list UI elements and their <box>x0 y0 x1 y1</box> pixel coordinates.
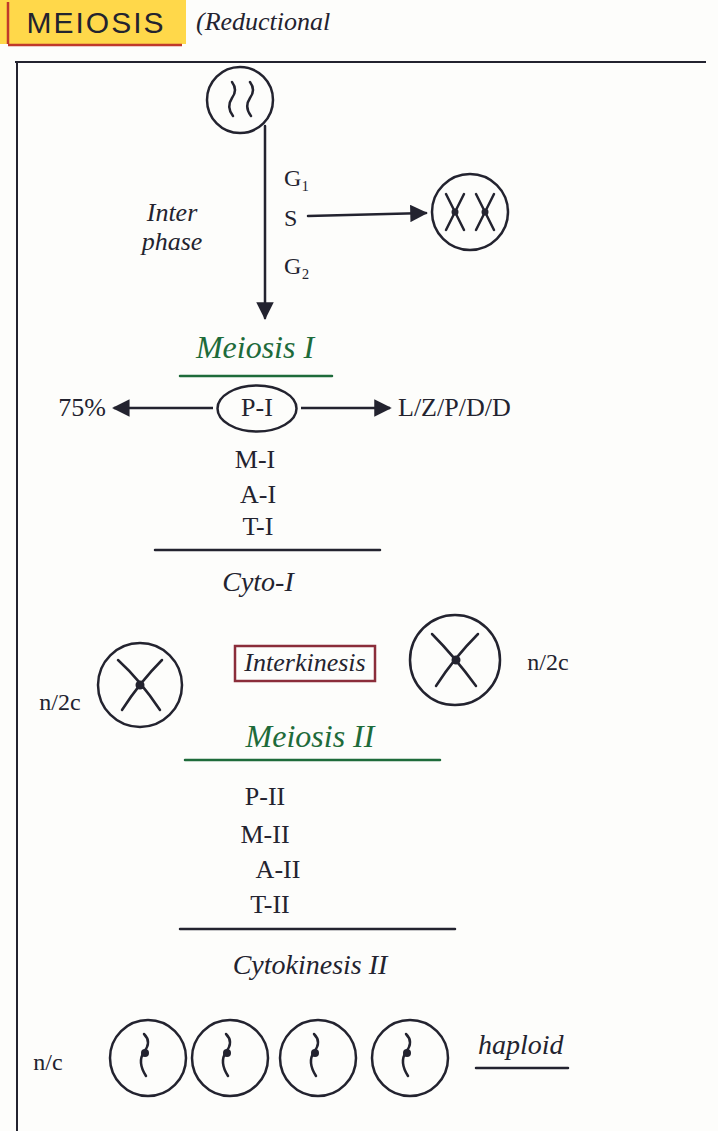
phase-step: G₁ <box>284 165 310 191</box>
cell-circle <box>98 643 182 727</box>
stage-name: A-I <box>240 481 276 510</box>
substage-list: L/Z/P/D/D <box>398 394 511 423</box>
chromatid <box>223 1034 230 1076</box>
chromosome <box>446 194 464 230</box>
title-bar <box>7 2 10 44</box>
stage-name: T-II <box>250 891 289 920</box>
ploidy-note: n/2c <box>527 649 568 675</box>
frame-line <box>15 61 706 63</box>
chromosome <box>432 634 478 686</box>
title-underline <box>8 44 182 47</box>
stage-name: A-II <box>256 856 301 885</box>
chromosome <box>118 660 162 710</box>
heading-underline <box>185 759 440 762</box>
sum-line <box>180 928 455 931</box>
heading-underline <box>180 375 332 378</box>
ploidy-note: haploid <box>478 1030 564 1061</box>
node-text: P-I <box>241 394 273 423</box>
cell-circle <box>432 174 508 250</box>
flow-arrow <box>264 126 267 318</box>
flow-arrow <box>308 213 426 216</box>
chromatid <box>141 1034 148 1076</box>
stage-name: P-II <box>245 783 285 812</box>
chromatid <box>311 1034 318 1076</box>
cell-circle <box>207 67 273 133</box>
percent-note: 75% <box>58 394 106 423</box>
stage-name: M-II <box>240 821 289 850</box>
title: MEIOSIS <box>26 6 165 39</box>
stage-name: Cyto-I <box>222 567 294 598</box>
cell-circle <box>280 1020 356 1096</box>
subtitle: (Reductional <box>196 8 330 37</box>
cell-circle <box>372 1020 448 1096</box>
leader-arrow <box>114 407 213 410</box>
chromatid <box>403 1034 410 1076</box>
cell-circle <box>410 615 500 705</box>
label-underline <box>476 1067 568 1070</box>
phase-name: Inter phase <box>128 199 216 256</box>
section-heading: Meiosis I <box>196 330 314 365</box>
stage-box: Interkinesis <box>234 645 376 682</box>
title-highlight <box>0 0 186 44</box>
chromosome <box>229 82 235 116</box>
sum-line <box>155 549 380 552</box>
stage-name: T-I <box>243 513 274 542</box>
cell-circle <box>192 1020 268 1096</box>
section-heading: Meiosis II <box>246 719 375 754</box>
leader-arrow <box>301 407 390 410</box>
cell-circle <box>110 1020 186 1096</box>
phase-step: S <box>284 205 297 231</box>
chromosome <box>476 194 494 230</box>
phase-step: G₂ <box>284 253 310 279</box>
ploidy-note: n/2c <box>39 689 80 715</box>
stage-name: M-I <box>235 446 275 475</box>
frame-line <box>16 62 18 1131</box>
chromosome <box>247 82 253 116</box>
node-text: Interkinesis <box>244 649 365 678</box>
stage-name: Cytokinesis II <box>233 950 388 981</box>
stage-ellipse: P-I <box>216 384 298 433</box>
ploidy-note: n/c <box>33 1049 62 1075</box>
